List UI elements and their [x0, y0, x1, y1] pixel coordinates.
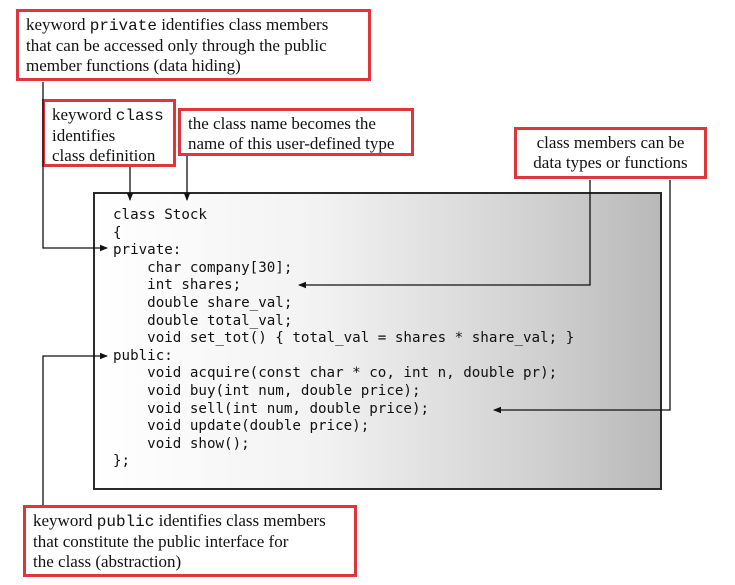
code-listing-box: class Stock{private: char company[30]; i… [93, 192, 662, 490]
code-line: private: [113, 242, 182, 259]
callout-class-members: class members can be data types or funct… [514, 127, 707, 179]
callout-class-name-line-2: name of this user-defined type [188, 134, 395, 153]
code-line: void acquire(const char * co, int n, dou… [113, 365, 558, 382]
callout-text: identifies class members [154, 511, 326, 530]
code-line: double share_val; [113, 294, 293, 311]
code-line: void set_tot() { total_val = shares * sh… [113, 330, 575, 347]
code-line: }; [113, 453, 131, 470]
callout-class-line-3: class definition [52, 146, 156, 165]
code-line: char company[30]; [113, 259, 293, 276]
callout-public-line-3: the class (abstraction) [33, 552, 182, 571]
callout-members-line-2: data types or functions [533, 153, 688, 172]
callout-public-line-2: that constitute the public interface for [33, 532, 289, 551]
arrow-private [42, 82, 108, 252]
callout-public-line-1: keyword public identifies class members [33, 511, 347, 532]
arrow-public [42, 352, 108, 505]
keyword-private: private [89, 17, 157, 35]
code-line: void update(double price); [113, 418, 370, 435]
callout-class-line-1: keyword class [52, 105, 166, 126]
code-line: public: [113, 347, 173, 364]
code-line: { [113, 224, 122, 241]
callout-private-line-1: keyword private identifies class members [26, 15, 361, 36]
callout-class-name-line-1: the class name becomes the [188, 114, 376, 133]
code-line: void sell(int num, double price); [113, 400, 430, 417]
callout-members-line-1: class members can be [536, 133, 685, 152]
arrow-member-data [298, 180, 591, 289]
keyword-public: public [96, 513, 155, 531]
code-line: double total_val; [113, 312, 293, 329]
callout-public-keyword: keyword public identifies class members … [23, 505, 357, 577]
callout-class-line-2: identifies [52, 126, 116, 145]
callout-text: keyword [52, 105, 116, 124]
callout-text: keyword [33, 511, 97, 530]
callout-private-line-3: member functions (data hiding) [26, 56, 241, 75]
callout-class-keyword: keyword class identifies class definitio… [42, 99, 176, 167]
callout-text: identifies class members [156, 15, 329, 34]
code-line: void buy(int num, double price); [113, 382, 421, 399]
callout-text: keyword [26, 15, 90, 34]
callout-private-line-2: that can be accessed only through the pu… [26, 36, 327, 55]
code-line: class Stock [113, 207, 207, 223]
callout-private-keyword: keyword private identifies class members… [16, 9, 371, 81]
code-listing: class Stock{private: char company[30]; i… [113, 207, 574, 471]
keyword-class: class [115, 107, 164, 125]
arrow-member-function [493, 180, 671, 414]
callout-class-name: the class name becomes the name of this … [178, 108, 414, 156]
code-line: int shares; [113, 277, 242, 294]
code-line: void show(); [113, 435, 250, 452]
